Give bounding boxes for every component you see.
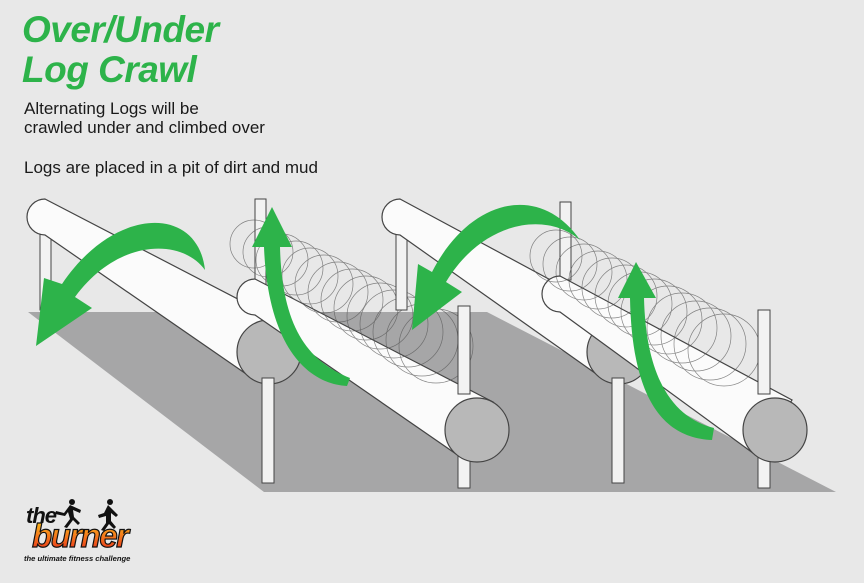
log-4 xyxy=(541,275,793,457)
description-line-3: Logs are placed in a pit of dirt and mud xyxy=(24,158,318,177)
post xyxy=(611,377,625,484)
page-title: Over/Under Log Crawl xyxy=(22,10,219,90)
title-line-1: Over/Under xyxy=(22,9,219,50)
post xyxy=(757,309,771,395)
post xyxy=(395,227,408,311)
logo-name-text: burner xyxy=(32,517,131,554)
climb-over-arrow xyxy=(36,222,205,346)
logo-tagline: the ultimate fitness challenge xyxy=(24,554,131,563)
runner-silhouette-icon xyxy=(55,499,118,531)
crawl-under-arrow xyxy=(252,207,350,386)
the-burner-logo: the burner the ultimate fitness challeng… xyxy=(20,497,150,569)
description-line-2: crawled under and climbed over xyxy=(24,118,265,137)
climb-over-arrow xyxy=(412,204,580,330)
title-line-2: Log Crawl xyxy=(22,49,197,90)
logo-the-text: the xyxy=(26,503,57,528)
logo-wordmark: burner xyxy=(31,516,133,554)
crawl-motion-trail xyxy=(529,229,761,387)
post xyxy=(261,377,275,484)
crawl-under-arrow xyxy=(618,262,714,440)
description-line-1: Alternating Logs will be xyxy=(24,99,199,118)
log-end xyxy=(444,397,510,463)
log-2 xyxy=(236,278,494,457)
post xyxy=(457,305,471,395)
log-end xyxy=(742,397,808,463)
post xyxy=(559,201,572,281)
description-block: Alternating Logs will be crawled under a… xyxy=(24,99,265,137)
